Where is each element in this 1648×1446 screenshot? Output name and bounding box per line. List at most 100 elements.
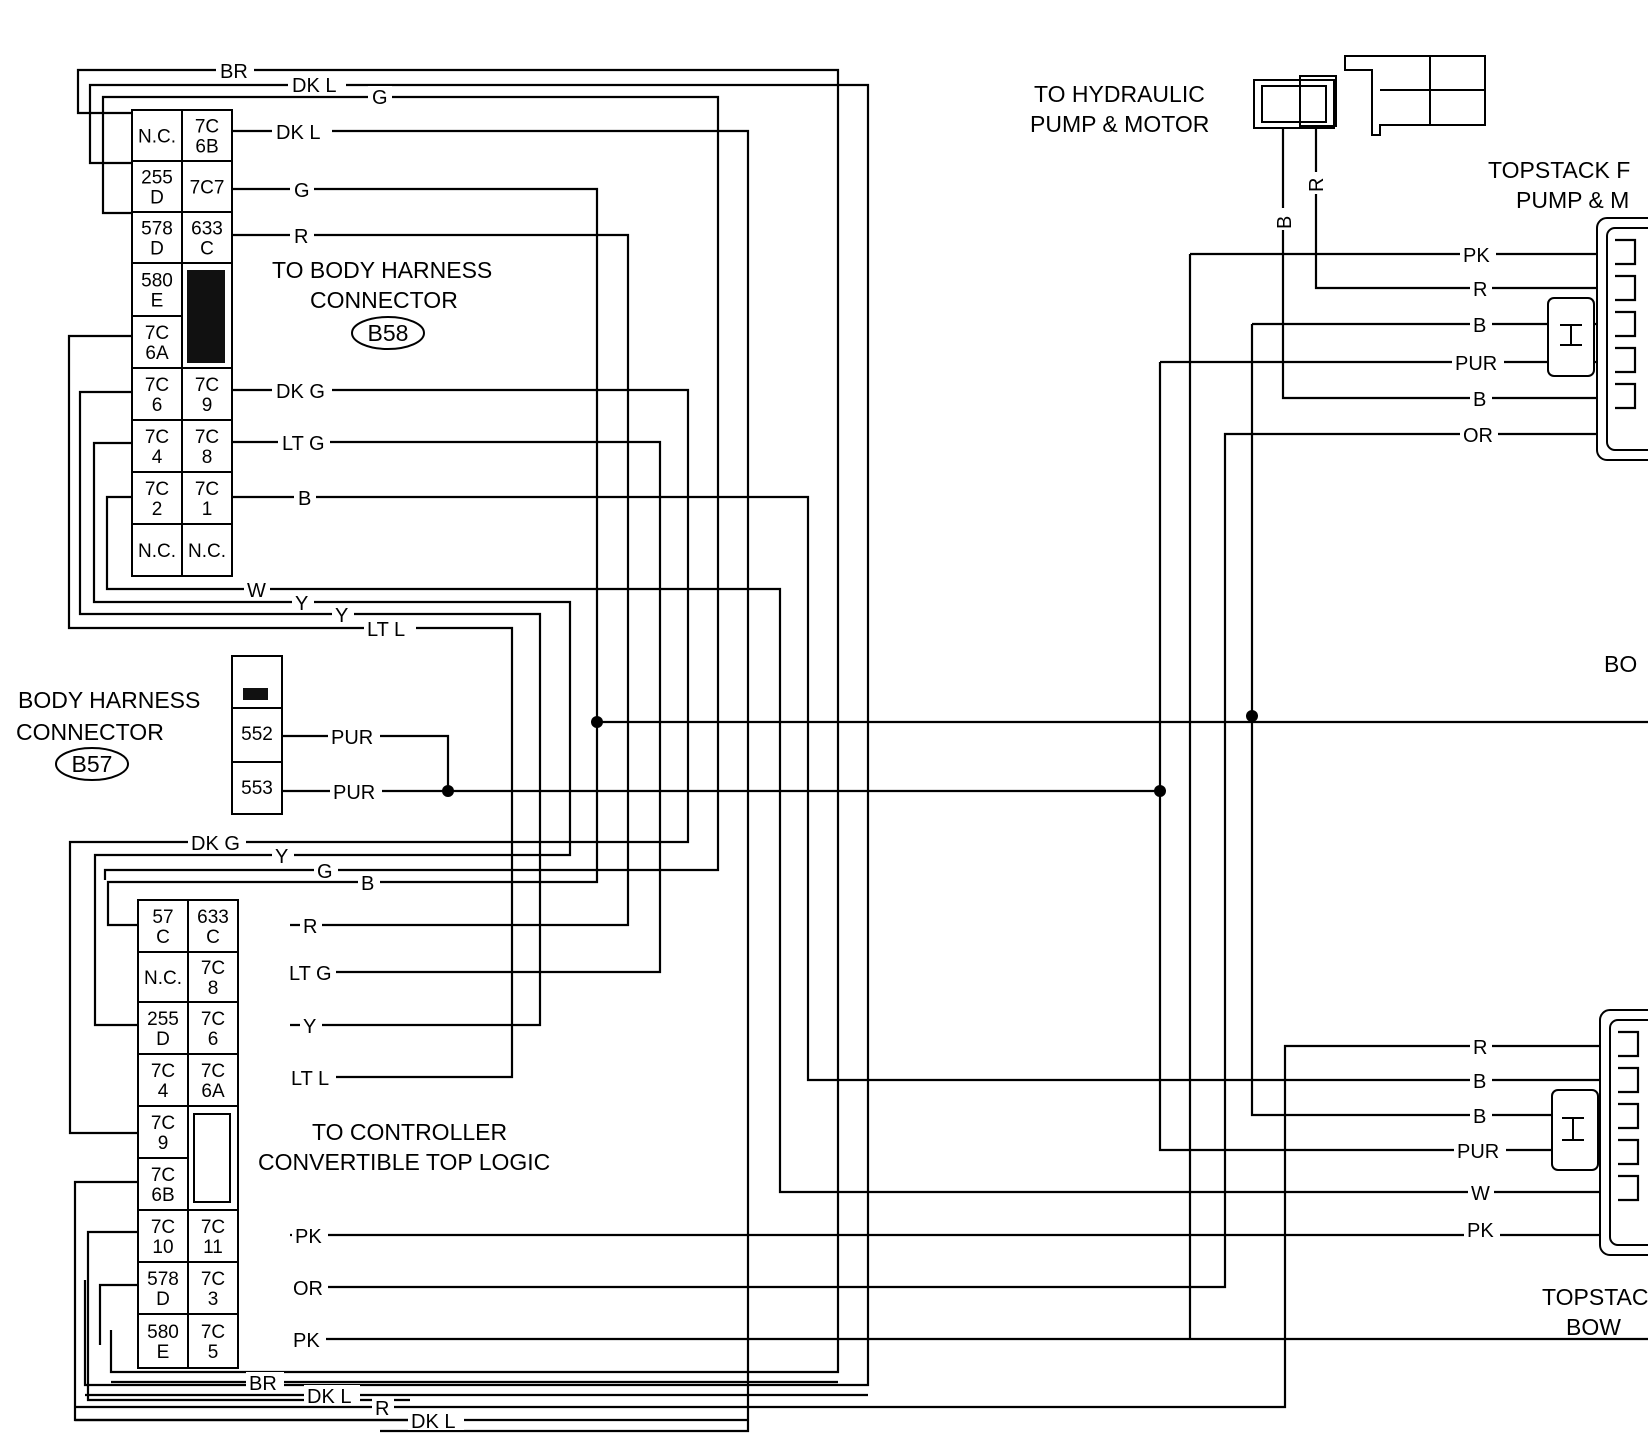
wire-label-pk: PK [293, 1330, 320, 1352]
topstack-pump-caption-line1: TOPSTACK F [1488, 157, 1630, 183]
hydraulic-connector [1253, 55, 1486, 136]
wire-label-g: G [317, 861, 333, 883]
wire-label-b: B [298, 488, 311, 510]
wire-label-pk: PK [295, 1226, 322, 1248]
wire-label-br: BR [249, 1373, 277, 1395]
wire-label-g: G [294, 180, 310, 202]
wire-labels: BR DK L G DK L G R DK G LT G B W Y Y LT … [188, 60, 1506, 1433]
wire-label-pur: PUR [331, 727, 373, 749]
wire-label-y: Y [295, 593, 308, 615]
wire-label-ltl: LT L [367, 619, 405, 641]
wire-label-pk: PK [1463, 245, 1490, 267]
b57-code: B57 [72, 751, 113, 777]
controller-caption-line1: TO CONTROLLER [312, 1119, 507, 1145]
wire-label-r: R [1306, 178, 1328, 192]
wire-label-y: Y [275, 846, 288, 868]
wire-label-dkg: DK G [276, 381, 325, 403]
hydraulic-caption-line1: TO HYDRAULIC [1034, 81, 1205, 107]
wire-label-pur: PUR [333, 782, 375, 804]
b57-pin-552: 552 [241, 724, 273, 745]
wire-label-r: R [1473, 279, 1487, 301]
wire-label-y: Y [303, 1016, 316, 1038]
hydraulic-caption-line2: PUMP & MOTOR [1030, 111, 1209, 137]
controller-caption-line2: CONVERTIBLE TOP LOGIC [258, 1149, 550, 1175]
topstack-bow-connector [1551, 1009, 1648, 1256]
captions: TO BODY HARNESS CONNECTOR B58 BODY HARNE… [16, 81, 1648, 1340]
wire-label-g: G [372, 87, 388, 109]
b57-pin-553: 553 [241, 778, 273, 799]
topstack-pump-connector [1547, 217, 1648, 461]
wire-label-y: Y [335, 605, 348, 627]
wire-label-b: B [1473, 1071, 1486, 1093]
wire-label-b: B [1473, 389, 1486, 411]
b58-caption-line1: TO BODY HARNESS [272, 257, 492, 283]
wire-label-ltg: LT G [282, 433, 325, 455]
wire-label-pur: PUR [1457, 1141, 1499, 1163]
wire-label-br: BR [220, 61, 248, 83]
wire-label-r: R [1473, 1037, 1487, 1059]
topstack-bow-caption-line1: TOPSTAC [1542, 1284, 1648, 1310]
wire-label-r: R [375, 1398, 389, 1420]
wire-label-dkl: DK L [276, 122, 320, 144]
wire-label-pk: PK [1467, 1220, 1494, 1242]
b58-pin: N.C. [138, 127, 176, 148]
topstack-bow-caption-line2: BOW [1566, 1314, 1621, 1340]
b58-code: B58 [368, 320, 409, 346]
wire-label-dkl: DK L [292, 75, 336, 97]
b57-caption-line2: CONNECTOR [16, 719, 164, 745]
wire-label-ltl: LT L [291, 1068, 329, 1090]
b58-pin: N.C. [138, 541, 176, 562]
wire-label-w: W [1471, 1183, 1490, 1205]
wire-label-ltg: LT G [289, 963, 332, 985]
wire-label-dkl: DK L [411, 1411, 455, 1433]
wire-label-b: B [1274, 216, 1296, 229]
wire-label-or: OR [293, 1278, 323, 1300]
wire-label-pur: PUR [1455, 353, 1497, 375]
wire-label-b: B [1473, 315, 1486, 337]
wire-label-b: B [361, 873, 374, 895]
b57-connector: 552 553 [231, 655, 283, 815]
wire-label-or: OR [1463, 425, 1493, 447]
controller-pin: N.C. [144, 968, 182, 989]
b58-pin: 7C7 [190, 178, 225, 199]
wire-label-dkl: DK L [307, 1386, 351, 1408]
wire-label-b: B [1473, 1106, 1486, 1128]
topstack-pump-caption-line2: PUMP & M [1516, 187, 1629, 213]
b57-caption-line1: BODY HARNESS [18, 687, 200, 713]
wire-label-r: R [294, 226, 308, 248]
wire-label-dkg: DK G [191, 833, 240, 855]
b58-caption-line2: CONNECTOR [310, 287, 458, 313]
b58-pin: N.C. [188, 541, 226, 562]
wire-label-r: R [303, 916, 317, 938]
wire-label-w: W [247, 580, 266, 602]
